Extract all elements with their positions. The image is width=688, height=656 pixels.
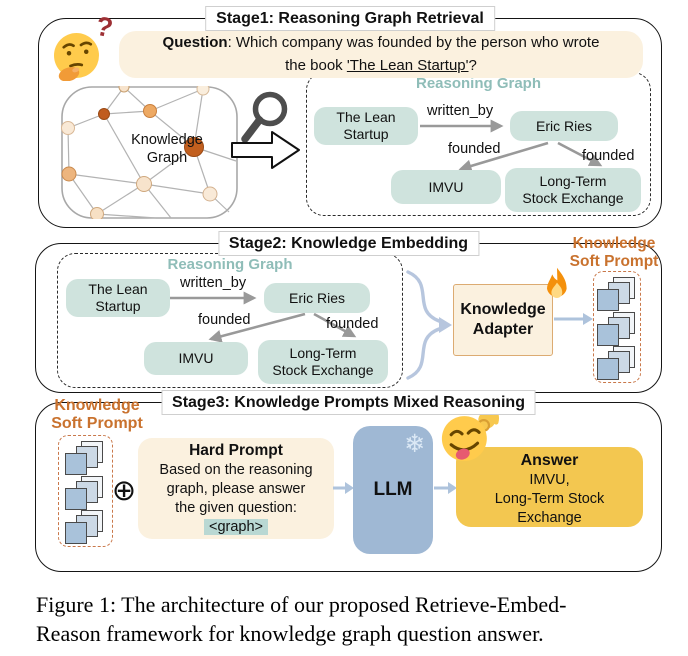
snowflake-icon: ❄ [404,429,425,458]
hard-prompt-box: Hard Prompt Based on the reasoning graph… [138,438,334,539]
knowledge-graph-label: Knowledge Graph [131,132,203,167]
adapter-to-prompt-arrow [554,313,593,325]
reasoning-graph-title: Reasoning Graph [415,75,542,92]
node-imvu: IMVU [391,170,501,204]
soft-prompt-stack [65,441,103,475]
soft-prompt-stack [65,476,103,510]
stage3-soft-prompt-box [58,435,113,547]
soft-prompt-stack [65,510,103,544]
figure-caption: Figure 1: The architecture of our propos… [36,592,567,647]
stage1-panel: Knowledge Graph Reasoning Graph [38,6,662,228]
red-question-mark: ? [93,10,116,44]
llm-to-answer-arrow [434,482,457,494]
node-eric-ries: Eric Ries [264,283,370,313]
merge-connector-icon [406,270,452,380]
stage2-soft-prompt-label: Knowledge Soft Prompt [569,235,659,270]
retrieval-block-arrow-icon [231,131,300,169]
node-long-term-stock-exchange: Long-Term Stock Exchange [505,168,641,212]
question-bubble: Question: Which company was founded by t… [119,31,643,78]
answer-box: Answer IMVU, Long-Term Stock Exchange [456,447,643,527]
edge-label-written-by: written_by [427,103,494,119]
edge-label-written-by: written_by [180,275,247,291]
edge-label-founded-right: founded [326,316,379,332]
knowledge-graph-box: Knowledge Graph [61,86,238,219]
stage1-title: Stage1: Reasoning Graph Retrieval [205,6,495,31]
soft-prompt-stack [597,312,635,346]
oplus-symbol: ⊕ [111,473,137,507]
magnifying-glass-icon [241,91,288,143]
book-title-text: 'The Lean Startup' [346,56,469,74]
prompt-to-llm-arrow [333,482,354,494]
node-the-lean-startup: The Lean Startup [66,279,170,317]
stage3-title: Stage3: Knowledge Prompts Mixed Reasonin… [161,390,536,415]
node-imvu: IMVU [144,342,248,375]
answer-title: Answer [520,452,579,469]
knowledge-adapter-box: Knowledge Adapter [453,284,553,356]
edge-label-founded-left: founded [448,141,501,157]
node-the-lean-startup: The Lean Startup [314,107,418,145]
stage1-reasoning-graph-box: Reasoning Graph The Lean Startup written… [306,72,651,216]
llm-box: LLM ❄ [353,426,433,554]
stage2-soft-prompt-box [593,271,641,383]
stage2-title: Stage2: Knowledge Embedding [217,231,480,256]
stage2-reasoning-graph-box: Reasoning Graph The Lean Startup written… [57,253,403,388]
reasoning-graph-title: Reasoning Graph [167,256,293,273]
soft-prompt-stack [597,277,635,311]
node-eric-ries: Eric Ries [510,111,618,141]
graph-token: <graph> [203,518,269,535]
stage3-panel: Knowledge Soft Prompt ⊕ Hard Prompt Base… [35,390,662,572]
edge-label-founded-left: founded [198,312,251,328]
hard-prompt-title: Hard Prompt [189,442,283,459]
stage3-soft-prompt-label: Knowledge Soft Prompt [51,397,143,433]
stage2-panel: Reasoning Graph The Lean Startup written… [35,231,662,393]
node-long-term-stock-exchange: Long-Term Stock Exchange [258,340,388,384]
soft-prompt-stack [597,346,635,380]
question-label: Question [162,34,228,51]
edge-label-founded-right: founded [582,148,635,164]
